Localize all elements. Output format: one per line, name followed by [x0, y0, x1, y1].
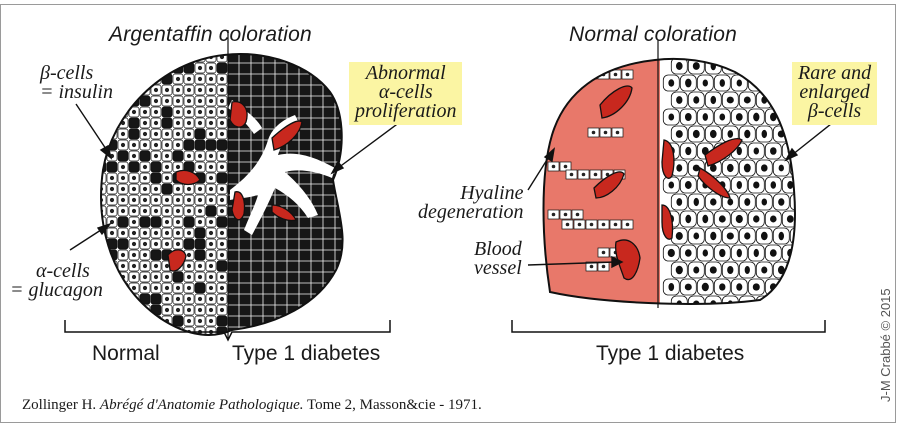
- left-islet: [95, 50, 353, 350]
- right-islet: [540, 55, 815, 315]
- beta-cells-label: β-cells = insulin: [40, 64, 113, 102]
- rare-line-3: β-cells: [798, 102, 871, 121]
- right-panel-title: Normal coloration: [569, 23, 737, 47]
- beta-cells-line-2: = insulin: [40, 83, 113, 102]
- alpha-cells-label: α-cells = glucagon: [10, 262, 103, 300]
- caption-type1-left: Type 1 diabetes: [232, 342, 380, 366]
- hyaline-line-2: degeneration: [418, 203, 524, 222]
- left-panel-title: Argentaffin coloration: [109, 23, 312, 47]
- citation: Zollinger H. Abrégé d'Anatomie Pathologi…: [22, 397, 482, 414]
- abnormal-line-3: proliferation: [355, 102, 456, 121]
- caption-normal: Normal: [92, 342, 160, 366]
- blood-vessel-label: Blood vessel: [474, 240, 522, 278]
- rare-beta-label: Rare and enlarged β-cells: [792, 62, 877, 125]
- alpha-cells-line-2: = glucagon: [10, 281, 103, 300]
- abnormal-alpha-label: Abnormal α-cells proliferation: [349, 62, 462, 125]
- citation-title: Abrégé d'Anatomie Pathologique.: [100, 397, 304, 413]
- hyaline-label: Hyaline degeneration: [418, 184, 524, 222]
- copyright-notice: J-M Crabbé © 2015: [878, 288, 893, 402]
- citation-details: Tome 2, Masson&cie - 1971.: [304, 397, 482, 413]
- caption-type1-right: Type 1 diabetes: [596, 342, 744, 366]
- citation-authors: Zollinger H.: [22, 397, 100, 413]
- vessel-line-2: vessel: [474, 259, 522, 278]
